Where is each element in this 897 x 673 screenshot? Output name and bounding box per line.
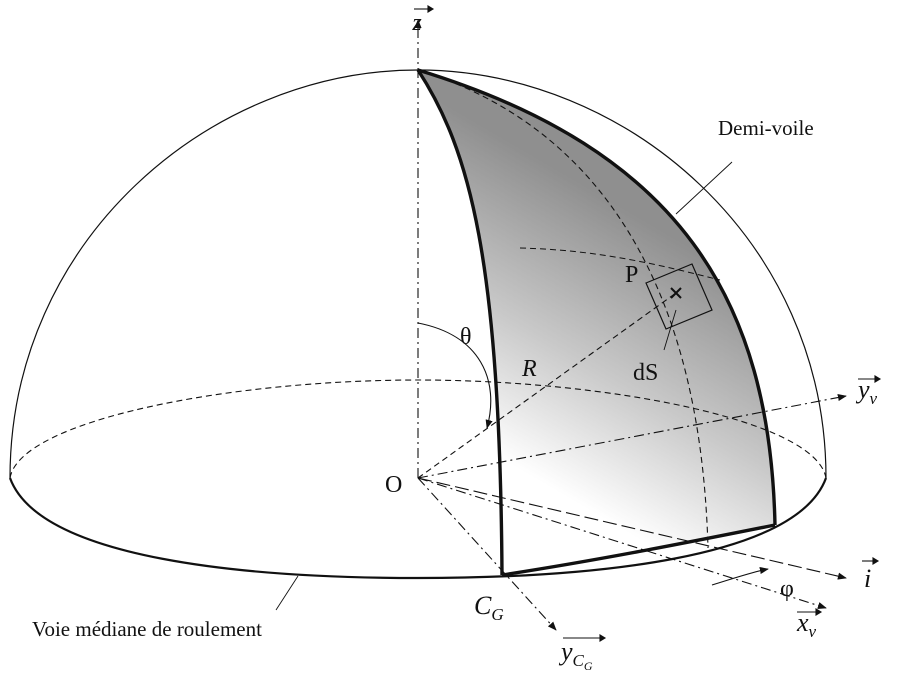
point-p-label: P xyxy=(625,262,638,288)
radius-line xyxy=(417,292,677,479)
demi-voile-label: Demi-voile xyxy=(718,116,814,140)
voie-label: Voie médiane de roulement xyxy=(32,617,262,641)
i-vector-label: i xyxy=(864,564,871,593)
phi-arc xyxy=(711,566,769,586)
y-cg-axis xyxy=(417,477,557,631)
hidden-meridian xyxy=(417,69,709,549)
origin-label: O xyxy=(385,472,402,498)
x-v-label: xv xyxy=(796,608,817,641)
equator-front xyxy=(8,477,828,580)
sail-left-edge xyxy=(416,69,504,576)
x-v-axis xyxy=(417,477,827,609)
z-axis-label: z xyxy=(411,10,422,36)
y-v-axis xyxy=(417,393,847,479)
phi-label: φ xyxy=(780,576,794,602)
vector-bars xyxy=(414,5,882,642)
sail-right-edge xyxy=(417,68,777,526)
i-axis xyxy=(417,477,847,580)
sail-bottom-edge xyxy=(501,523,776,577)
y-v-label: yv xyxy=(855,375,878,408)
y-cg-label: yCG xyxy=(558,637,593,673)
ds-label: dS xyxy=(633,360,658,386)
ds-leader xyxy=(663,309,677,351)
demi-voile-leader xyxy=(675,161,733,215)
radius-label: R xyxy=(521,356,537,382)
cg-label: CG xyxy=(474,591,504,624)
point-p-marker xyxy=(670,287,682,299)
theta-arc xyxy=(417,322,493,429)
hidden-parallel xyxy=(519,247,721,281)
theta-label: θ xyxy=(460,324,472,350)
equator-back xyxy=(9,379,827,479)
voie-leader xyxy=(275,575,299,611)
demi-voile-surface xyxy=(418,70,775,575)
ds-element xyxy=(645,263,713,330)
